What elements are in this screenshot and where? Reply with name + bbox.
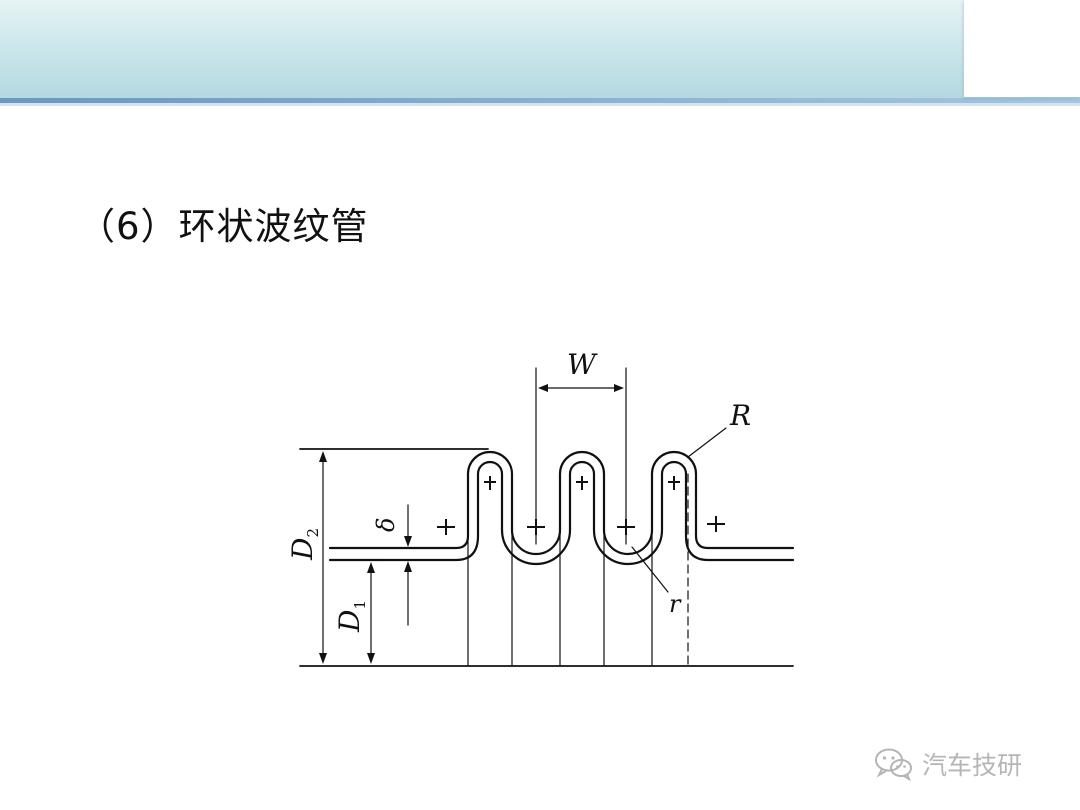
root-radius-leader <box>631 546 669 593</box>
root-radius-label: r <box>669 590 682 618</box>
header-divider <box>0 98 1080 103</box>
watermark: 汽车技研 <box>874 742 1060 786</box>
thickness-label: δ <box>372 518 400 532</box>
outer-diameter-subscript: 2 <box>304 528 322 538</box>
bellows-diagram: W R r D2 D1 δ <box>286 348 795 667</box>
outer-diameter-label: D <box>286 538 319 561</box>
bellows-outer-wall <box>328 450 795 556</box>
header-corner-card <box>964 0 1080 97</box>
bellows-inner-wall <box>328 460 795 566</box>
crest-radius-leader <box>687 427 727 458</box>
header-divider-light <box>0 103 1080 106</box>
crest-radius-label: R <box>729 399 751 432</box>
slide-title: （6）环状波纹管 <box>78 205 369 248</box>
svg-text:D1: D1 <box>333 600 369 633</box>
watermark-text: 汽车技研 <box>922 751 1023 780</box>
pitch-label: W <box>567 348 598 381</box>
header-band <box>0 0 1080 100</box>
inner-diameter-label: D <box>333 610 366 633</box>
inner-diameter-subscript: 1 <box>351 600 369 610</box>
wechat-icon <box>875 748 912 781</box>
svg-text:D2: D2 <box>286 528 322 561</box>
